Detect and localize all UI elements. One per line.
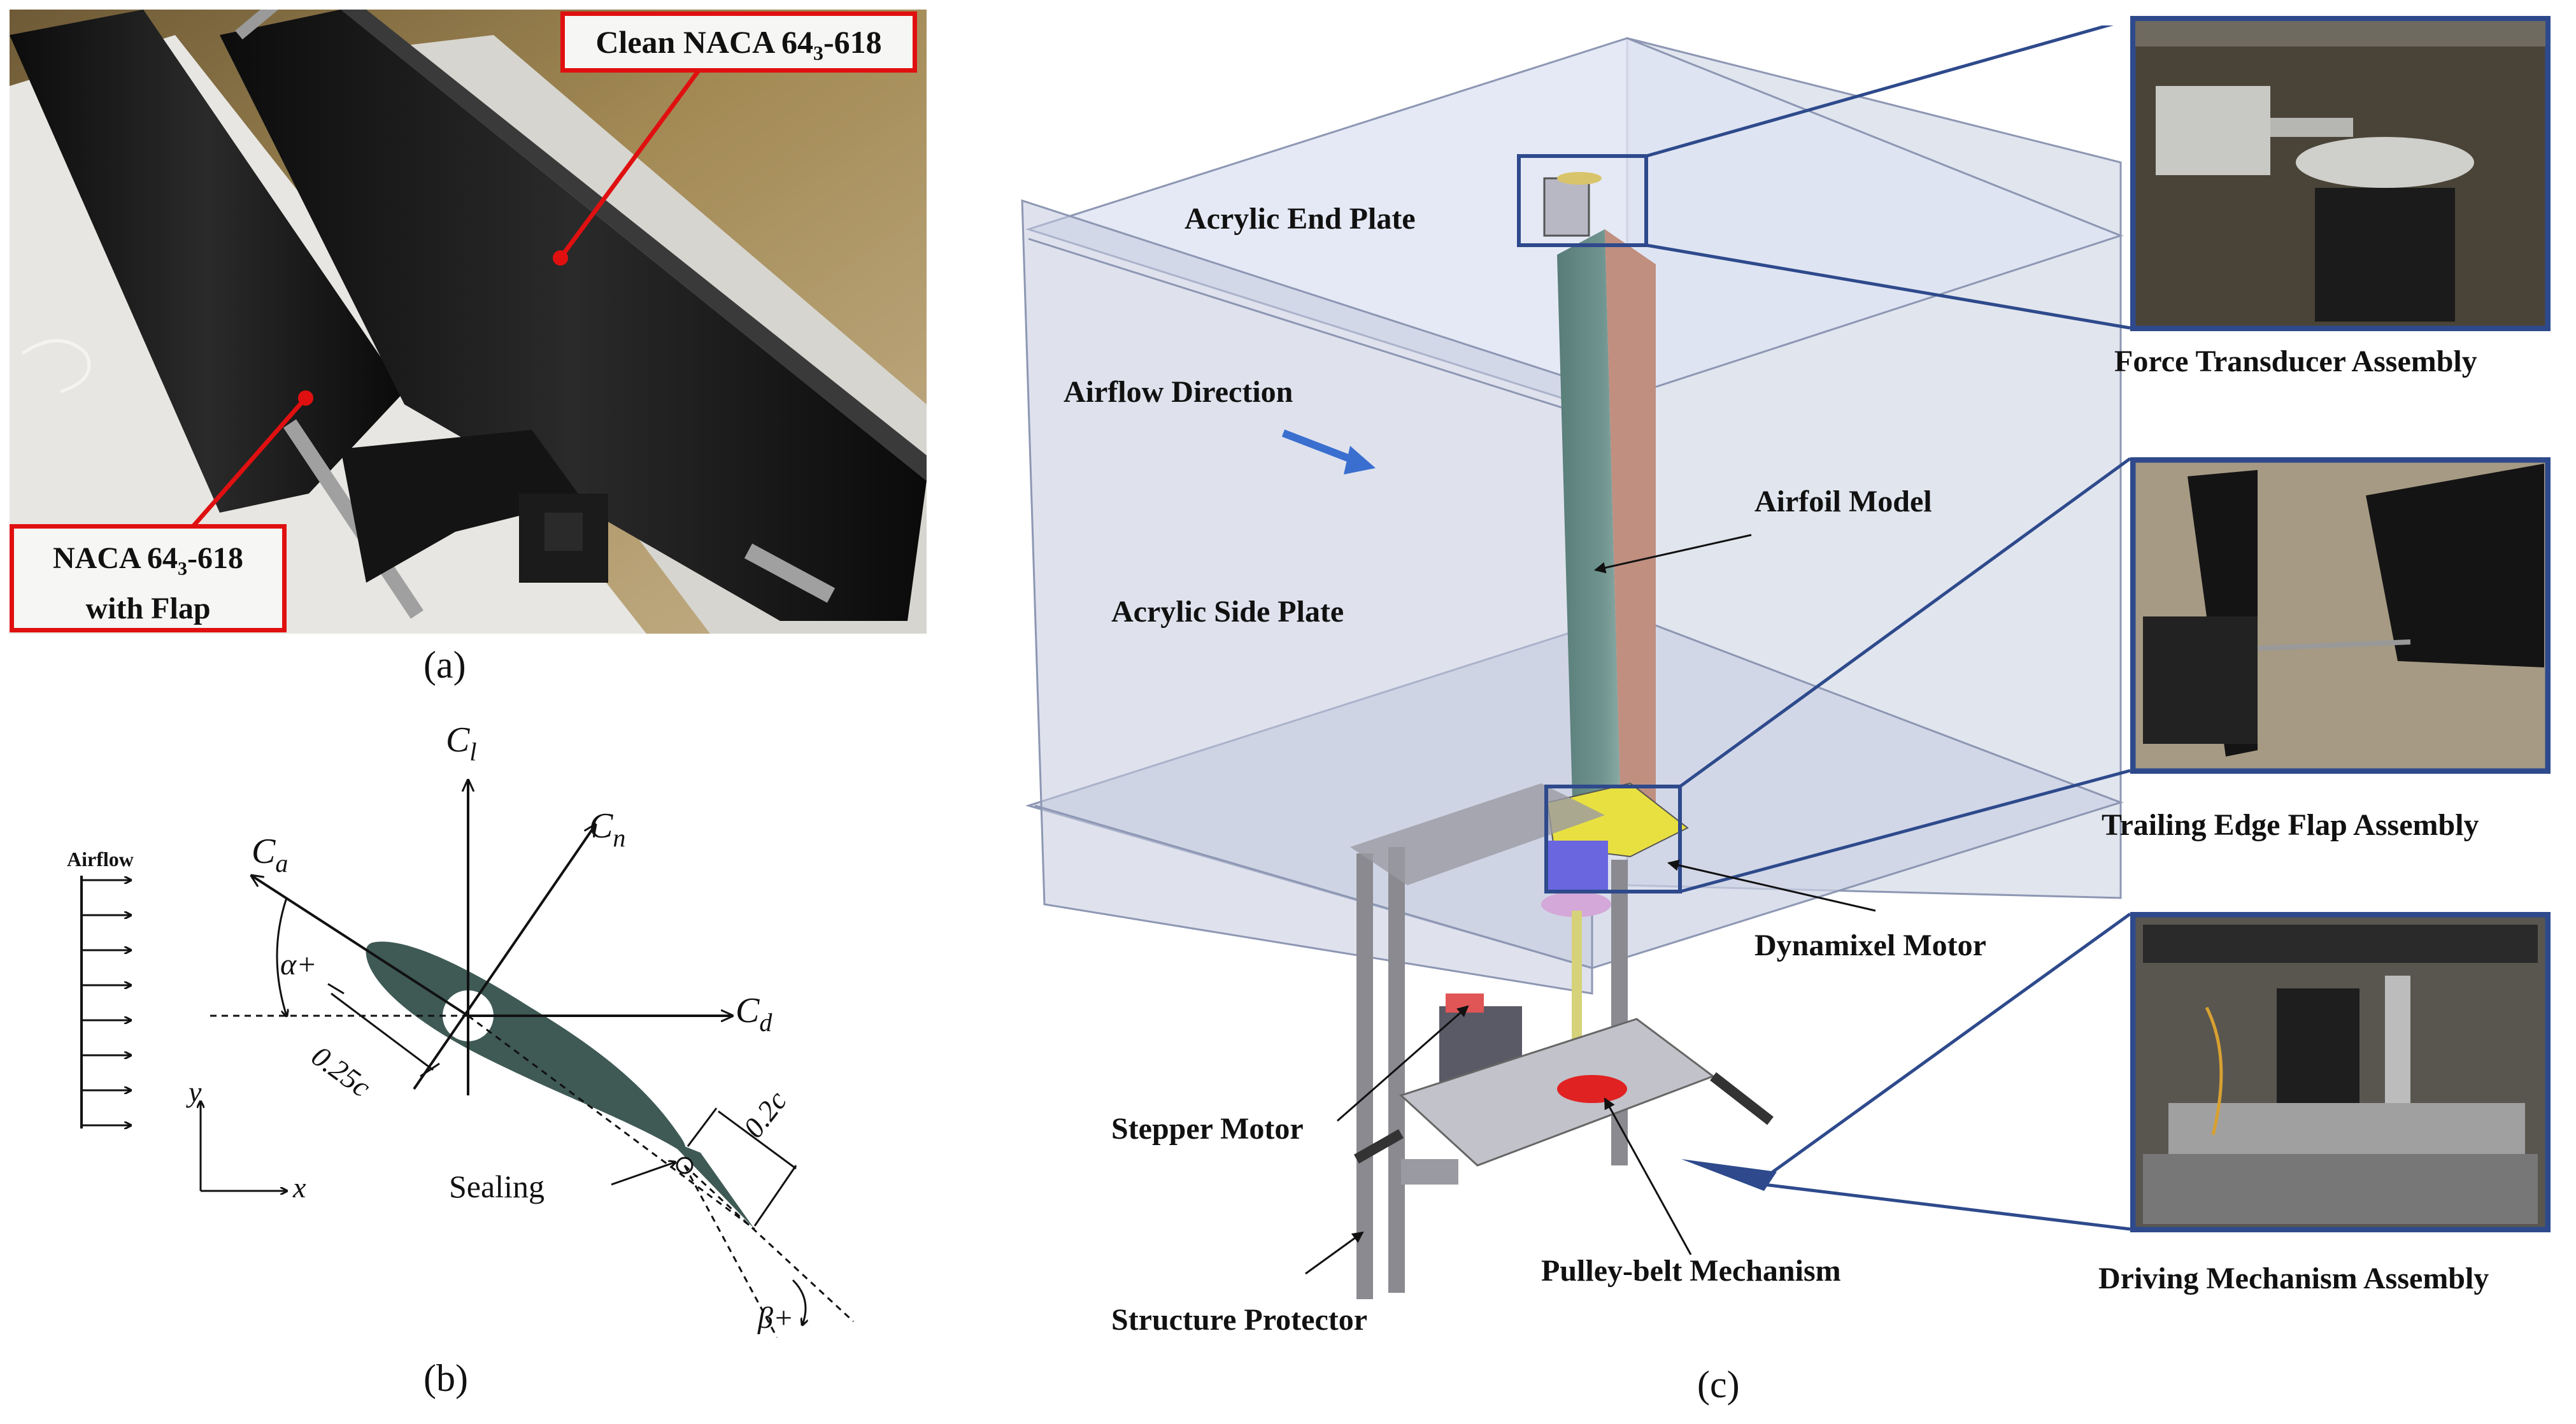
label-airflow-direction: Airflow Direction	[1064, 375, 1293, 409]
label-axis-y: y	[186, 1076, 202, 1108]
photo-airfoil-models	[10, 10, 927, 634]
label-ca: Ca	[252, 832, 288, 878]
label-cl: Cl	[446, 720, 476, 766]
label-stepper: Stepper Motor	[1111, 1112, 1304, 1146]
callout-lines-a	[189, 62, 706, 530]
label-cn: Cn	[589, 806, 625, 852]
airflow-arrows	[80, 876, 131, 1129]
inset-driving-mechanism	[2130, 912, 2551, 1232]
force-coordinate-diagram: Airflow Cl Cn Ca Cd α+ β+ 0.25c 0.2c Sea…	[67, 720, 855, 1338]
label-beta: β+	[757, 1301, 793, 1335]
label-inset-drive: Driving Mechanism Assembly	[2098, 1262, 2489, 1295]
label-axis-x: x	[292, 1171, 306, 1204]
label-quarter-chord: 0.25c	[306, 1039, 377, 1104]
label-cd: Cd	[736, 991, 772, 1037]
airfoil-section	[366, 941, 686, 1151]
label-side-plate: Acrylic Side Plate	[1111, 595, 1344, 629]
label-dynamixel: Dynamixel Motor	[1754, 929, 1986, 962]
caption-c: (c)	[1697, 1363, 1740, 1406]
inset-flap-assembly	[2130, 457, 2551, 774]
label-clean-airfoil: Clean NACA 643-618	[560, 11, 917, 73]
label-inset-flap: Trailing Edge Flap Assembly	[2102, 808, 2479, 842]
label-flap-chord: 0.2c	[737, 1085, 793, 1144]
label-inset-force: Force Transducer Assembly	[2114, 345, 2477, 378]
inset-force-transducer	[2130, 16, 2551, 331]
label-protector: Structure Protector	[1111, 1303, 1368, 1337]
flap-section	[669, 1140, 755, 1229]
label-flap-airfoil: NACA 643-618 with Flap	[10, 524, 287, 632]
label-sealing: Sealing	[449, 1169, 544, 1204]
label-alpha: α+	[280, 948, 317, 981]
label-airflow: Airflow	[67, 848, 134, 871]
caption-a: (a)	[423, 644, 466, 686]
label-pulley: Pulley-belt Mechanism	[1541, 1254, 1841, 1288]
label-airfoil-model: Airfoil Model	[1754, 485, 1932, 518]
caption-b: (b)	[423, 1357, 468, 1399]
test-rig-cad	[1021, 25, 2131, 1299]
label-end-plate: Acrylic End Plate	[1185, 202, 1416, 236]
